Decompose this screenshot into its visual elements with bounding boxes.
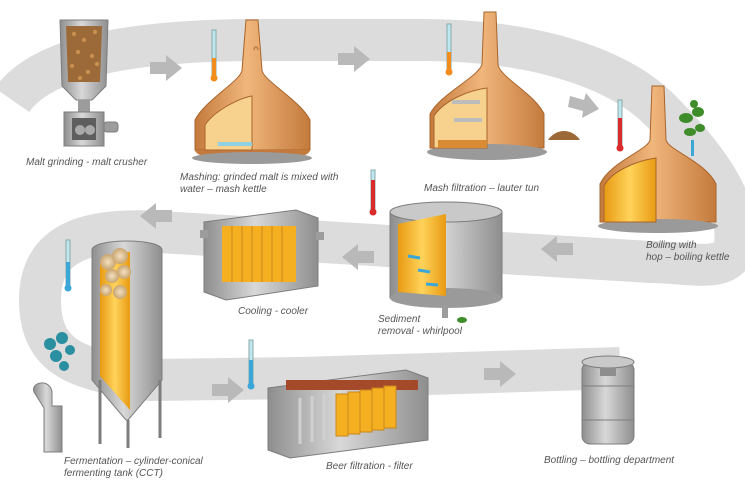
- flow-arrows: [140, 46, 599, 403]
- mashing-label: Mashing: grinded malt is mixed with wate…: [180, 172, 338, 196]
- boiling-text-line1: Boiling with: [646, 240, 697, 251]
- arrow-left-icon: [140, 203, 172, 229]
- lauter-tun-illustration: [427, 11, 580, 160]
- beer-filtration-text: Beer filtration - filter: [326, 461, 413, 472]
- arrow-left-icon: [342, 244, 374, 270]
- mash-filtration-text: Mash filtration – lauter tun: [424, 183, 540, 194]
- arrow-right-icon: [212, 377, 244, 403]
- arrow-right-icon: [484, 361, 516, 387]
- sediment-text-line1: Sediment: [378, 314, 421, 325]
- cooling-label: Cooling - cooler: [238, 306, 308, 318]
- malt-grinding-label: Malt grinding - malt crusher: [26, 157, 147, 169]
- yeast-propagator-illustration: [33, 332, 75, 453]
- beer-filter-illustration: [247, 339, 429, 459]
- mashing-text-line2: water – mash kettle: [180, 184, 267, 195]
- fermenting-tank-illustration: [64, 239, 163, 448]
- sediment-text-line2: removal - whirlpool: [378, 326, 462, 337]
- arrow-right-icon: [338, 46, 370, 72]
- cooling-text: Cooling - cooler: [238, 306, 309, 317]
- fermentation-text-line1: Fermentation – cylinder-conical: [64, 456, 203, 467]
- sediment-removal-label: Sediment removal - whirlpool: [378, 314, 462, 338]
- arrow-right-icon: [150, 55, 182, 81]
- boiling-text-line2: hop – boiling kettle: [646, 252, 730, 263]
- fermentation-text-line2: fermenting tank (CCT): [64, 468, 163, 479]
- bottling-text: Bottling – bottling department: [544, 455, 675, 466]
- arrow-left-icon: [541, 236, 573, 262]
- keg-illustration: [581, 355, 635, 445]
- whirlpool-illustration: [369, 169, 503, 323]
- malt-crusher-illustration: [59, 19, 119, 147]
- fermentation-label: Fermentation – cylinder-conical fermenti…: [64, 456, 203, 480]
- arrow-right-icon: [568, 93, 599, 118]
- beer-filtration-label: Beer filtration - filter: [326, 461, 413, 473]
- bottling-label: Bottling – bottling department: [544, 455, 674, 467]
- mash-kettle-illustration: [192, 19, 312, 164]
- cooler-illustration: [200, 209, 324, 301]
- process-flow-path: [0, 19, 745, 401]
- mashing-text-line1: Mashing: grinded malt is mixed with: [180, 172, 339, 183]
- malt-grinding-text: Malt grinding - malt crusher: [26, 157, 148, 168]
- boiling-label: Boiling with hop – boiling kettle: [646, 240, 729, 264]
- boiling-kettle-illustration: [598, 85, 718, 233]
- mash-filtration-label: Mash filtration – lauter tun: [424, 183, 539, 195]
